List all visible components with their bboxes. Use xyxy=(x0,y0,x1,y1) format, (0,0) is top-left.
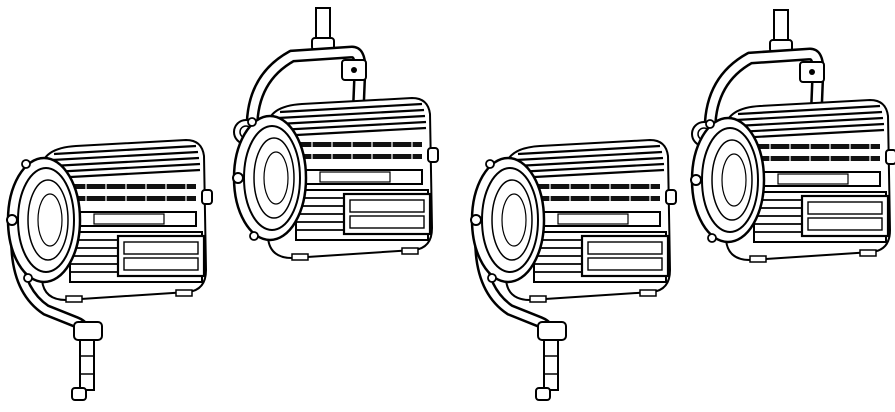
fixture-3 xyxy=(469,138,678,400)
fixture-4 xyxy=(689,10,895,264)
fresnel-light-icon xyxy=(469,138,678,304)
fixture-1 xyxy=(5,138,214,400)
fresnel-light-icon xyxy=(231,96,440,262)
fresnel-light-icon xyxy=(5,138,214,304)
fixture-2 xyxy=(231,8,440,262)
fresnel-light-icon xyxy=(689,98,895,264)
